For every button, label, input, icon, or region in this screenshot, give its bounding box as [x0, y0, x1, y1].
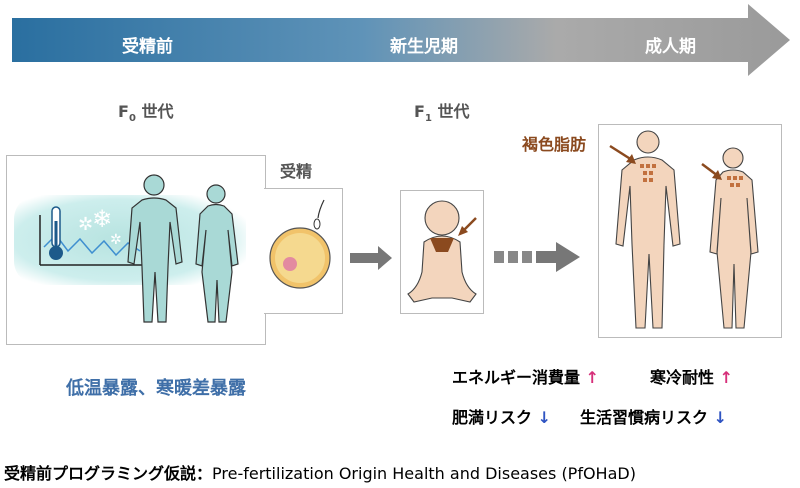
up-arrow-icon: ↑ [585, 368, 599, 387]
snowflake-icon: ✲ [110, 232, 122, 248]
stage-prefertilization: 受精前 [122, 37, 173, 57]
f1-generation-label: F1 世代 [414, 102, 470, 125]
f0-parents-figures [127, 174, 239, 323]
down-arrow-icon: ↓ [537, 408, 551, 427]
timeline-arrow [12, 4, 790, 76]
effect-energy-expenditure: エネルギー消費量 ↑ [452, 368, 599, 387]
down-arrow-icon: ↓ [713, 408, 727, 427]
egg-cell-illustration [269, 199, 331, 289]
process-arrow [350, 246, 392, 270]
snowflake-icon: ❄ [92, 205, 113, 233]
stage-neonatal: 新生児期 [390, 37, 458, 57]
effect-cold-tolerance: 寒冷耐性 ↑ [650, 368, 733, 387]
baby-illustration [407, 200, 477, 303]
snowflake-icon: ✲ [78, 214, 94, 235]
thermometer-icon [49, 206, 63, 260]
hypothesis-caption: 受精前プログラミング仮説：Pre-fertilization Origin He… [4, 464, 636, 483]
exposure-label: 低温暴露、寒暖差暴露 [66, 378, 246, 399]
brown-fat-label: 褐色脂肪 [522, 135, 587, 154]
up-arrow-icon: ↑ [719, 368, 733, 387]
stage-adult: 成人期 [645, 37, 696, 57]
f0-generation-label: F0 世代 [118, 102, 174, 125]
effect-obesity-risk: 肥満リスク ↓ [452, 408, 551, 427]
fertilization-label: 受精 [280, 162, 313, 181]
process-arrow [494, 242, 580, 272]
effect-lifestyle-disease-risk: 生活習慣病リスク ↓ [580, 408, 727, 427]
f1-adults-illustration [609, 130, 759, 329]
